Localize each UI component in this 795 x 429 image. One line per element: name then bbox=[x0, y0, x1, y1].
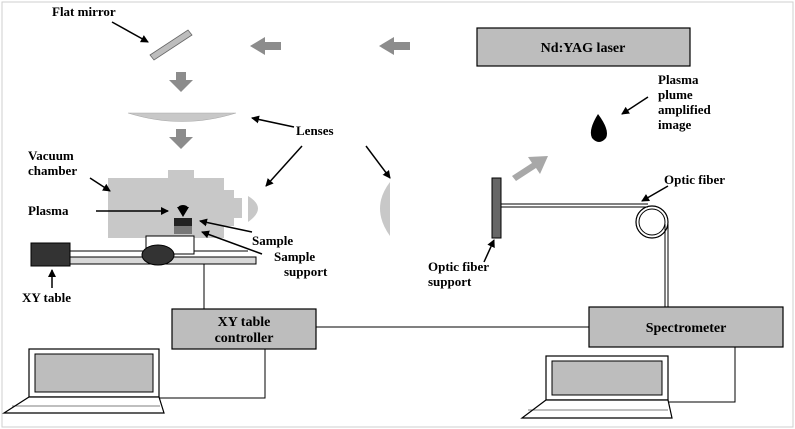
sample-support-label-2: support bbox=[284, 264, 328, 279]
xy-table-label: XY table bbox=[22, 290, 71, 305]
xy-controller-label-1: XY table bbox=[218, 315, 271, 330]
controller-laptop-cable bbox=[159, 349, 266, 399]
plasma-plume-label-3: amplified bbox=[658, 102, 711, 117]
lens-pointer-top bbox=[251, 115, 295, 128]
lens-pointer-left bbox=[265, 145, 303, 187]
flat-mirror-label: Flat mirror bbox=[52, 4, 116, 19]
lenses-label: Lenses bbox=[296, 123, 334, 138]
optic-fiber-pointer bbox=[641, 185, 669, 202]
beam-arrow-2 bbox=[250, 37, 281, 55]
plasma-plume-image bbox=[590, 114, 607, 142]
vacuum-chamber-pointer bbox=[89, 177, 111, 192]
laptop-left bbox=[1, 348, 165, 414]
image-projection-arrow bbox=[512, 156, 548, 181]
sample bbox=[174, 218, 192, 226]
spectrometer-box bbox=[588, 306, 784, 348]
plasma-plume-label-4: image bbox=[658, 117, 691, 132]
xy-controller-box bbox=[171, 308, 317, 350]
plasma-label: Plasma bbox=[28, 203, 69, 218]
plasma-core bbox=[178, 205, 188, 211]
optic-fiber-support-label-1: Optic fiber bbox=[428, 259, 489, 274]
optic-fiber-coil-inner bbox=[638, 208, 666, 236]
lens-pointer-right bbox=[365, 145, 391, 179]
focusing-lens bbox=[127, 112, 237, 122]
flat-mirror-pointer bbox=[111, 21, 149, 43]
sample-label: Sample bbox=[252, 233, 293, 248]
xy-table-motor bbox=[30, 242, 71, 267]
spectrometer-laptop-cable bbox=[668, 347, 736, 403]
beam-arrow-down-2 bbox=[169, 129, 193, 149]
beam-arrow-down-1 bbox=[169, 72, 193, 92]
optic-fiber-coil-outer bbox=[635, 205, 669, 239]
optic-fiber-support bbox=[491, 177, 502, 239]
flat-mirror bbox=[149, 29, 193, 61]
optic-fiber-support-pointer bbox=[483, 239, 495, 263]
xy-controller-label-2: controller bbox=[215, 331, 274, 346]
sample-support bbox=[174, 226, 192, 234]
optic-fiber-label: Optic fiber bbox=[664, 172, 725, 187]
collecting-lens-far bbox=[380, 182, 390, 236]
sample-support-pointer bbox=[201, 230, 263, 255]
collecting-lens-near bbox=[248, 196, 258, 222]
spectrometer-label: Spectrometer bbox=[646, 321, 727, 336]
plasma-plume-label-2: plume bbox=[658, 87, 693, 102]
vacuum-chamber-label-1: Vacuum bbox=[28, 148, 74, 163]
vacuum-chamber bbox=[108, 170, 242, 238]
xy-table-wheel bbox=[141, 244, 175, 266]
beam-arrow-1 bbox=[379, 37, 410, 55]
laptop-right bbox=[520, 355, 673, 419]
plasma-plume-label-1: Plasma bbox=[658, 72, 699, 87]
laser-box bbox=[476, 27, 691, 67]
optic-fiber-support-label-2: support bbox=[428, 274, 472, 289]
laser-label: Nd:YAG laser bbox=[541, 41, 626, 56]
plasma-plume-pointer bbox=[621, 96, 649, 115]
sample-support-label-1: Sample bbox=[274, 249, 315, 264]
sample-pointer bbox=[199, 218, 253, 233]
vacuum-chamber-label-2: chamber bbox=[28, 163, 77, 178]
